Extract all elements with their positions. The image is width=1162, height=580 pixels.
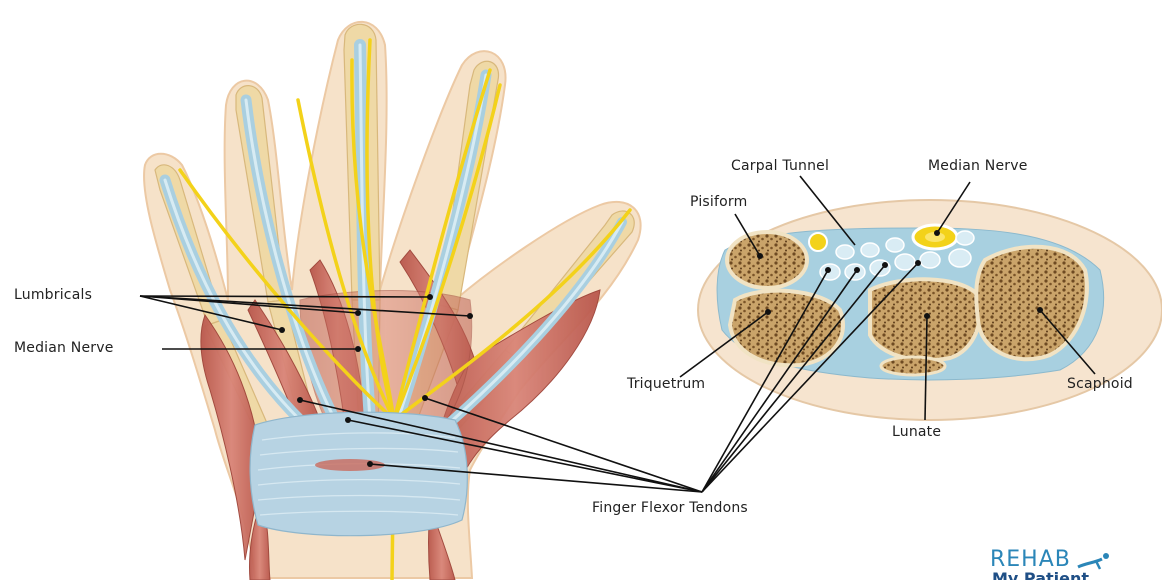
label-lunate: Lunate: [892, 424, 941, 440]
label-lumbricals: Lumbricals: [14, 287, 92, 303]
logo-line2: My Patient: [992, 569, 1089, 580]
logo-figure-icon: [1076, 551, 1116, 571]
label-scaphoid: Scaphoid: [1067, 376, 1133, 392]
lunate-bone: [870, 279, 980, 360]
label-median-nerve-section: Median Nerve: [928, 158, 1028, 174]
ulnar-nerve-section: [809, 233, 827, 251]
label-median-nerve-hand: Median Nerve: [14, 340, 114, 356]
rehab-my-patient-logo: REHAB My Patient: [990, 545, 1162, 580]
pisiform-bone: [727, 232, 807, 288]
label-finger-flexor-tendons: Finger Flexor Tendons: [592, 500, 748, 516]
small-carpal-bone: [881, 357, 945, 375]
label-triquetrum: Triquetrum: [627, 376, 705, 392]
label-pisiform: Pisiform: [690, 194, 747, 210]
label-carpal-tunnel: Carpal Tunnel: [731, 158, 829, 174]
